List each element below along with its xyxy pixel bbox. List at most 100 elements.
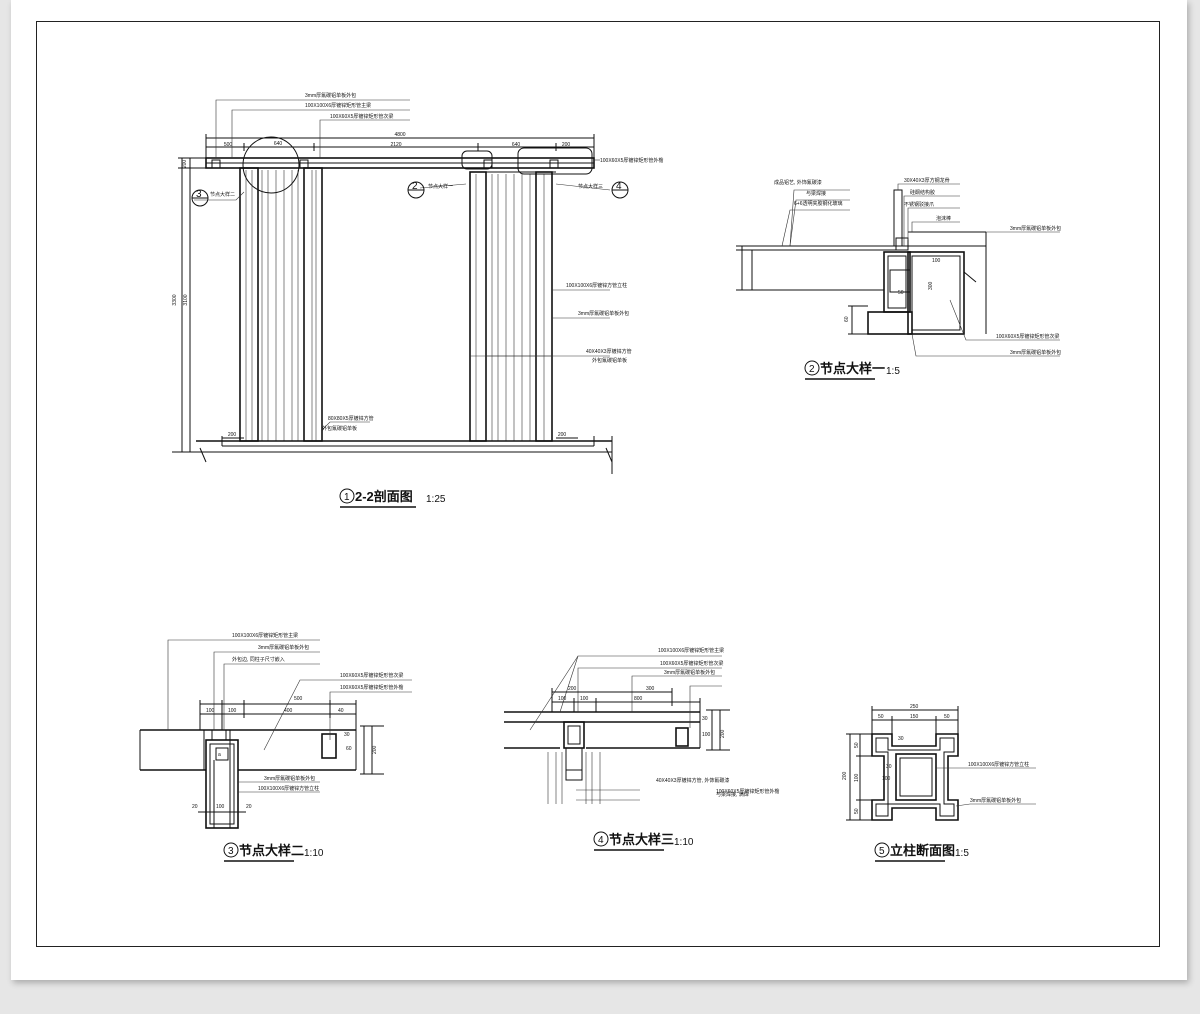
detail1-label-b6: 不锈钢驳接爪 — [904, 201, 934, 208]
column-dim-l2: 100 — [854, 773, 860, 782]
section-dim-height-total: 3300 — [172, 294, 178, 305]
column-dim-l3: 50 — [854, 808, 860, 814]
detail1-label-b10: 3mm厚氟碳铝单板外包 — [1010, 349, 1061, 356]
detail2-title-circle — [223, 842, 239, 858]
detail3-label-e1: 100X100X6厚镀锌矩形管主梁 — [658, 647, 724, 654]
column-title: 立柱断面图 — [890, 843, 955, 858]
column-dim-t2: 150 — [910, 714, 919, 720]
detail3-edge-tube — [675, 727, 689, 747]
detail3-dim-w3: 100 — [580, 696, 589, 702]
column-dim-in1: 30 — [898, 736, 904, 742]
section-dim-top-mid2: 2120 — [390, 142, 401, 148]
section-label-a9: 80X80X5厚镀锌方管 — [328, 415, 374, 422]
detail2-dim-h3: 200 — [372, 745, 378, 754]
detail2-label-c6: 3mm厚氟碳铝单板外包 — [264, 775, 315, 782]
detail3-title: 节点大样三 — [609, 832, 674, 847]
column-title-circle — [874, 842, 890, 858]
section-title-circle — [339, 488, 355, 504]
section-left-post-2 — [303, 167, 323, 442]
detail3-label-e4: 100X60X5厚镀锌矩形管外檐 — [716, 788, 779, 795]
section-dim-top-mid1: 640 — [274, 141, 283, 147]
section-dim-height-top: 200 — [182, 160, 188, 169]
detail3-dim-h1: 30 — [702, 716, 708, 722]
drawing-frame — [36, 21, 1160, 947]
detail1-label-b2: 与梁焊接 — [806, 190, 826, 197]
detail3-label-e6: 与梁焊接, 满焊 — [716, 791, 749, 798]
detail2-dim-w4: 500 — [294, 696, 303, 702]
section-left-post-1 — [239, 167, 259, 442]
section-label-a7: 40X40X3厚镀锌方管 — [586, 348, 632, 355]
detail3-title-index: 4 — [598, 835, 604, 846]
detail1-bottom-plate — [867, 311, 913, 335]
column-dim-left-total: 200 — [842, 771, 848, 780]
column-dim-t3: 50 — [944, 714, 950, 720]
detail3-view: 100X100X6厚镀锌矩形管主梁 100X60X5厚镀锌矩形管次梁 3mm厚氟… — [504, 647, 779, 851]
section-dim-height-col: 3100 — [183, 294, 189, 305]
detail1-title-index: 2 — [809, 364, 815, 375]
detail2-dim-h2: 60 — [346, 746, 352, 752]
section-view: 3300 3100 200 4800 500 640 2120 640 200 … — [172, 92, 663, 508]
detail2-dim-w1: 100 — [206, 708, 215, 714]
detail-callout-box-2 — [517, 147, 593, 175]
detail2-label-c5: 100X60X5厚镀锌矩形管外檐 — [340, 684, 403, 691]
section-label-a3: 100X60X5厚镀锌矩形管次梁 — [330, 113, 393, 120]
detail1-label-b4: 30X40X3厚方钢龙骨 — [904, 177, 950, 184]
column-label-f1: 100X100X6厚镀锌方管立柱 — [968, 761, 1029, 768]
section-scale: 1:25 — [426, 494, 446, 505]
section-label-a10: 外包氟碳铝单板 — [322, 425, 357, 432]
section-title: 2-2剖面图 — [355, 489, 413, 504]
section-title-index: 1 — [344, 492, 350, 503]
section-ref-3-label: 节点大样三 — [578, 183, 603, 190]
column-dim-top: 250 — [910, 704, 919, 710]
detail2-label-c3: 外包边, 同柱子尺寸嵌入 — [232, 656, 285, 663]
detail3-scale: 1:10 — [674, 837, 694, 848]
section-dim-top-left: 500 — [224, 142, 233, 148]
section-ref-2-label: 节点大样一 — [428, 183, 453, 190]
detail1-dim-d3: 60 — [844, 316, 850, 322]
detail3-title-circle — [593, 831, 609, 847]
detail1-label-b1: 成品铝艺, 外饰氟碳漆 — [774, 179, 822, 186]
detail1-dim-d4: 50 — [898, 290, 904, 296]
detail1-label-b9: 100X60X5厚镀锌矩形管次梁 — [996, 333, 1059, 340]
detail3-label-e3: 3mm厚氟碳铝单板外包 — [664, 669, 715, 676]
detail2-scale: 1:10 — [304, 848, 324, 859]
section-ref-4-label: 节点大样二 — [210, 191, 235, 198]
detail3-label-e2: 100X60X5厚镀锌矩形管次梁 — [660, 660, 723, 667]
detail2-title: 节点大样二 — [239, 843, 304, 858]
detail-marker-4-number: 4 — [616, 181, 622, 192]
detail2-dim-b2: 100 — [216, 804, 225, 810]
section-dim-top-right: 200 — [562, 142, 571, 148]
section-label-a1: 3mm厚氟碳铝单板外包 — [305, 92, 356, 99]
column-steel-tube — [895, 753, 937, 801]
section-label-a5: 100X100X6厚镀锌方管立柱 — [566, 282, 627, 289]
detail1-label-b3: 6+6透明夹胶钢化玻璃 — [794, 200, 842, 207]
detail3-dim-w5: 800 — [634, 696, 643, 702]
column-view: 250 50 150 50 200 50 100 50 30 100 30 10… — [842, 704, 1036, 862]
section-dim-overall: 4800 — [394, 132, 405, 138]
detail2-dim-w5: 40 — [338, 708, 344, 714]
column-label-f2: 3mm厚氟碳铝单板外包 — [970, 797, 1021, 804]
column-outer-cladding — [871, 733, 959, 821]
detail1-secondary-beam — [907, 251, 965, 335]
section-dim-base-left: 200 — [228, 432, 237, 438]
detail2-dim-w3: 400 — [284, 708, 293, 714]
detail-marker-3-number: 3 — [196, 189, 202, 200]
detail1-label-b8: 3mm厚氟碳铝单板外包 — [1010, 225, 1061, 232]
detail1-dim-d1: 100 — [932, 258, 941, 264]
column-dim-in2: 100 — [882, 776, 891, 782]
svg-text:a: a — [218, 752, 221, 758]
column-dim-in3: 30 — [886, 764, 892, 770]
detail3-dim-w2: 100 — [558, 696, 567, 702]
detail1-scale: 1:5 — [886, 366, 900, 377]
detail2-dim-b1: 20 — [192, 804, 198, 810]
section-right-post-1 — [469, 171, 487, 442]
detail3-dim-w1: 200 — [568, 686, 577, 692]
section-dim-top-mid3: 640 — [512, 142, 521, 148]
detail3-label-e5: 40X40X3厚镀锌方管, 外饰氟碳漆 — [656, 777, 729, 784]
detail2-column — [205, 739, 239, 829]
detail1-title: 节点大样一 — [820, 361, 885, 376]
detail3-dim-w4: 300 — [646, 686, 655, 692]
detail1-dim-d2: 300 — [928, 281, 934, 290]
detail1-title-circle — [804, 360, 820, 376]
